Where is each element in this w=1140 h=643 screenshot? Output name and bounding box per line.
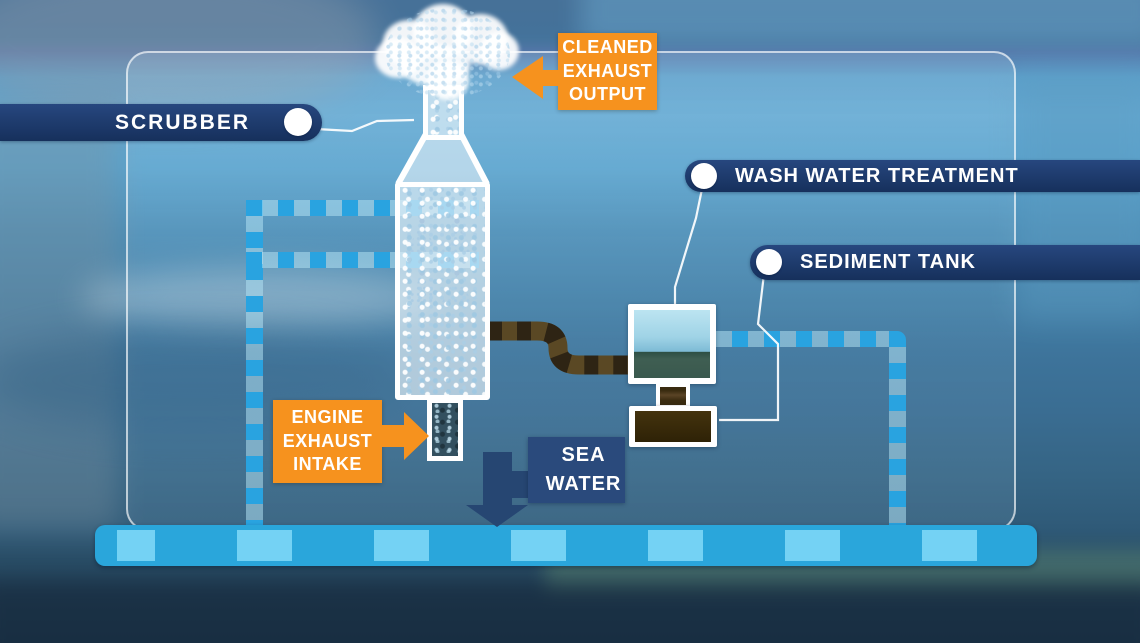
washwater-connector-dot-icon [691, 163, 717, 189]
engine-exhaust-intake-label: ENGINE EXHAUST INTAKE [273, 400, 382, 483]
cleaned-exhaust-arrow-left-icon [512, 56, 560, 99]
cleaned-exhaust-output-label: CLEANED EXHAUST OUTPUT [558, 33, 657, 110]
wash-water-treatment-label: WASH WATER TREATMENT [735, 164, 1019, 187]
scrubber-label: SCRUBBER [114, 110, 250, 134]
sea-main-pipe [95, 525, 1037, 566]
washwater-discharge-pipe-horizontal [700, 331, 892, 347]
exhaust-gas-pipe [488, 321, 632, 375]
washwater-discharge-pipe-vertical [889, 331, 906, 527]
scrubber-label-banner: SCRUBBER [0, 104, 322, 141]
scrubber-tower [395, 182, 490, 400]
scrubber-connector-dot-icon [284, 108, 312, 136]
sea-main-pipe-dashes [95, 530, 1037, 561]
treatment-unit-water [634, 310, 710, 378]
sediment-connector-line [719, 273, 780, 422]
tower-funnel [395, 132, 490, 186]
sediment-connector-dot-icon [756, 249, 782, 275]
plume-speckle-texture [385, 8, 510, 98]
background-dark-sea [0, 582, 1140, 643]
sediment-tank-contents [635, 411, 711, 442]
sediment-tank-label: SEDIMENT TANK [800, 251, 976, 273]
seawater-intake-pipe-vertical [246, 200, 263, 527]
background-light-topright [580, 0, 1140, 45]
scrubber-connector-line [315, 118, 415, 133]
wash-water-treatment-banner: WASH WATER TREATMENT [685, 160, 1140, 192]
sediment-tank-banner: SEDIMENT TANK [750, 245, 1140, 280]
sediment-tank-unit [629, 406, 717, 447]
sea-water-label: SEA WATER [528, 437, 625, 503]
washwater-connector-line [673, 188, 704, 306]
wash-water-treatment-unit [628, 304, 716, 384]
engine-exhaust-arrow-right-icon [380, 412, 429, 460]
sea-water-arrow-down-icon [466, 452, 532, 527]
tower-exhaust-inlet-duct [427, 398, 463, 461]
background-gray-leftcolumn [0, 100, 120, 530]
treatment-to-sediment-connector [656, 383, 690, 409]
